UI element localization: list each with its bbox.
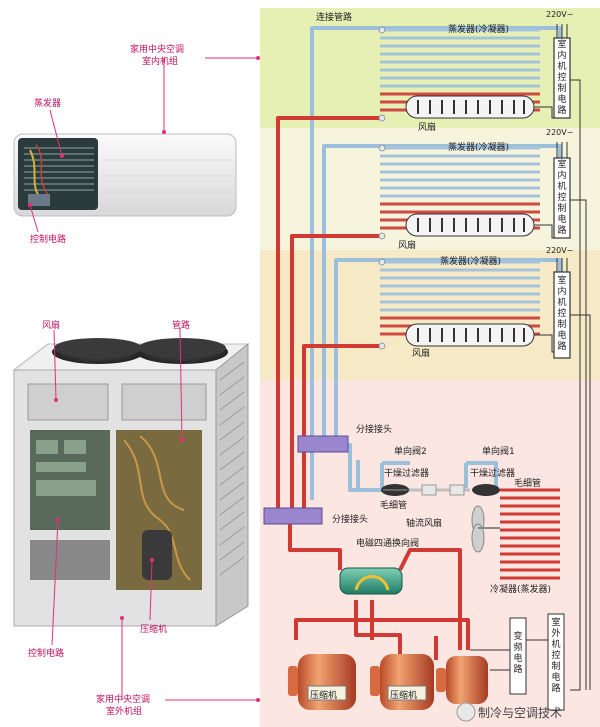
indoor-fan-1 [405,95,535,119]
capillary-label-1: 毛细管 [380,501,408,511]
splitter-1 [297,435,349,453]
indoor-control-label-3: 室内机控制电路 [557,276,567,352]
check-valve-1-label: 单向阀1 [482,447,515,457]
control-circuit-photo-label: 控制电路 [30,235,67,245]
indoor-coil-2 [380,146,540,230]
capillary-label-2: 毛细管 [514,479,542,489]
watermark-text: 制冷与空调技术 [478,706,563,720]
blue-pipe-main-2 [322,144,562,445]
indoor-unit-title-line2: 室内机组 [142,57,179,67]
evaporator-condenser-label-2: 蒸发器(冷凝器) [448,143,510,153]
compressor-label-2: 压缩机 [390,691,418,701]
four-way-valve-label: 电磁四通换向阀 [356,539,420,549]
evaporator-condenser-label-1: 蒸发器(冷凝器) [448,25,510,35]
outdoor-condenser-coil [500,488,560,580]
condenser-outdoor-label: 冷凝器(蒸发器) [490,585,552,595]
four-way-valve-shape [339,567,403,595]
outdoor-control-label: 室外机控制电路 [551,618,561,694]
indoor-control-label-2: 室内机控制电路 [557,160,567,236]
power-label-1: 220V~ [546,10,574,19]
indoor-control-label-1: 室内机控制电路 [557,40,567,116]
blue-pipe-main-3 [334,258,562,445]
inverter-circuit-label: 变频电路 [513,632,523,675]
watermark-icon [456,702,476,722]
compressor-photo-label: 压缩机 [140,625,168,635]
dry-filter-2-shape [472,484,500,496]
splitter-label-1: 分接接头 [356,425,393,435]
outdoor-control-box [547,613,565,711]
compressor-label-1: 压缩机 [310,691,338,701]
dry-filter-1-shape [381,484,409,496]
blue-pipe-main-1 [310,26,562,500]
indoor-unit-title-line1: 家用中央空调 [130,45,185,55]
indoor-fan-2 [405,213,535,237]
evaporator-condenser-label-3: 蒸发器(冷凝器) [440,257,502,267]
fan-label-3: 风扇 [412,349,431,359]
fan-photo-label: 风扇 [42,321,61,331]
connecting-pipe-label: 连接管路 [316,13,353,23]
control-circuit-outdoor-photo-label: 控制电路 [28,649,65,659]
inverter-box [509,617,527,695]
fan-label-2: 风扇 [398,241,417,251]
red-pipe-main-1 [276,116,380,512]
band-indoor-3 [260,250,600,380]
power-label-2: 220V~ [546,128,574,137]
outdoor-unit-photo [12,338,250,627]
indoor-fan-3 [405,323,535,347]
outdoor-unit-title-line1: 家用中央空调 [96,695,151,705]
red-pipe-main-3 [302,344,380,512]
pipe-photo-label: 管路 [172,321,191,331]
dry-filter-label-1: 干燥过滤器 [384,469,430,479]
check-valve-2-label: 单向阀2 [394,447,427,457]
fan-label-1: 风扇 [418,123,437,133]
splitter-label-2: 分接接头 [332,515,369,525]
dry-filter-label-2: 干燥过滤器 [470,469,516,479]
axial-fan-label: 轴流风扇 [406,519,443,529]
red-pipe-main-2 [290,234,380,512]
power-label-3: 220V~ [546,246,574,255]
indoor-unit-photo [13,133,237,217]
evaporator-photo-label: 蒸发器 [34,99,62,109]
outdoor-unit-title-line2: 室外机组 [106,707,143,717]
splitter-2 [263,507,323,525]
compressor-3-shape [436,656,488,704]
axial-fan-shape [471,505,500,553]
